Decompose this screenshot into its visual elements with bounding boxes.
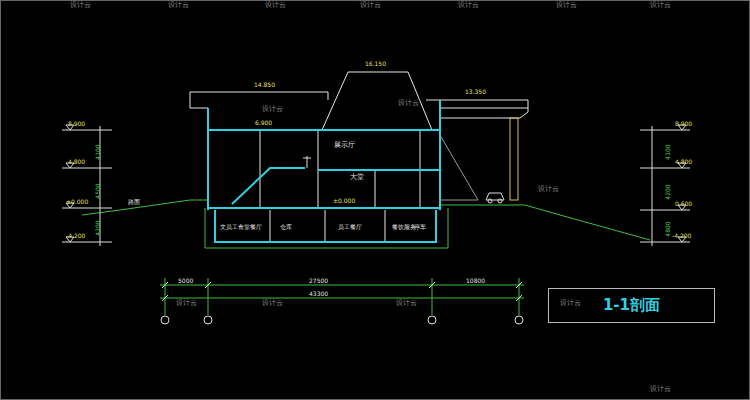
watermark: 设计云 bbox=[262, 300, 283, 307]
annotation-text: 6.900 bbox=[255, 120, 272, 126]
annotation-text: 路面 bbox=[128, 199, 140, 205]
watermark: 设计云 bbox=[458, 2, 479, 9]
watermark: 设计云 bbox=[538, 186, 559, 193]
annotation-text: 展示厅 bbox=[334, 142, 355, 149]
watermark: 设计云 bbox=[176, 300, 197, 307]
glazing bbox=[303, 118, 518, 203]
elevation-marks bbox=[62, 125, 690, 246]
annotation-text: -4.200 bbox=[672, 233, 691, 239]
annotation-text: 14.850 bbox=[254, 82, 275, 88]
watermark: 设计云 bbox=[396, 300, 417, 307]
dimension-text: 4100 bbox=[665, 144, 671, 159]
annotation-text: 43300 bbox=[309, 291, 328, 297]
dimension-text: 4800 bbox=[665, 221, 671, 236]
watermark: 设计云 bbox=[650, 386, 671, 393]
annotation-text: 27500 bbox=[309, 278, 328, 284]
dimension-lines bbox=[160, 278, 524, 324]
annotation-text: 文员工食堂餐厅 bbox=[220, 224, 262, 230]
annotation-text: -4.200 bbox=[66, 233, 85, 239]
watermark: 设计云 bbox=[262, 106, 283, 113]
annotation-text: 停车 bbox=[414, 224, 426, 230]
watermark: 设计云 bbox=[265, 2, 286, 9]
annotation-text: 员工餐厅 bbox=[338, 224, 362, 230]
watermark: 设计云 bbox=[650, 2, 671, 9]
building-outline bbox=[190, 72, 528, 242]
annotation-text: 4.800 bbox=[68, 159, 85, 165]
title-text: 1-1剖面 bbox=[603, 296, 660, 315]
annotation-text: 13.350 bbox=[465, 89, 486, 95]
dimension-text: 4100 bbox=[95, 144, 101, 159]
annotation-text: 8.900 bbox=[68, 121, 85, 127]
dimension-text: 4200 bbox=[95, 220, 101, 235]
annotation-text: 大堂 bbox=[350, 174, 364, 181]
annotation-text: 仓库 bbox=[280, 224, 292, 230]
ground bbox=[82, 200, 650, 248]
title-box: 1-1剖面 bbox=[548, 288, 715, 323]
watermark: 设计云 bbox=[560, 300, 581, 307]
cut-walls bbox=[208, 100, 440, 242]
watermark: 设计云 bbox=[556, 2, 577, 9]
annotation-text: ±0.000 bbox=[66, 199, 88, 205]
dimension-text: 4200 bbox=[665, 184, 671, 199]
annotation-text: 0.600 bbox=[675, 201, 692, 207]
annotation-text: 10800 bbox=[466, 278, 485, 284]
annotation-text: 餐饮服务 bbox=[392, 224, 416, 230]
annotation-text: 4.800 bbox=[675, 159, 692, 165]
watermark: 设计云 bbox=[360, 2, 381, 9]
dimension-text: 4500 bbox=[95, 183, 101, 198]
annotation-text: 5000 bbox=[178, 278, 193, 284]
watermark: 设计云 bbox=[70, 2, 91, 9]
watermark: 设计云 bbox=[398, 100, 419, 107]
annotation-text: 8.900 bbox=[675, 121, 692, 127]
annotation-text: ±0.000 bbox=[333, 198, 355, 204]
annotation-text: 16.150 bbox=[365, 61, 386, 67]
watermark: 设计云 bbox=[168, 2, 189, 9]
